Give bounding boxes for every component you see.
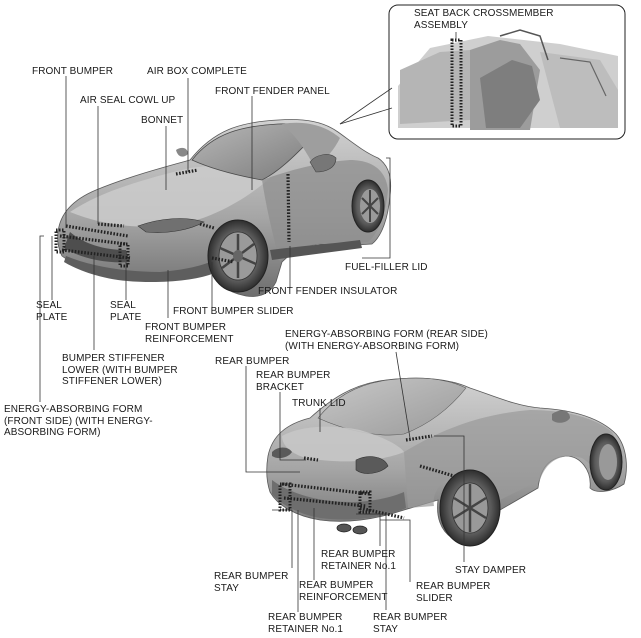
label-seal-plate-left: SEAL PLATE <box>36 300 68 323</box>
label-energy-absorbing-rear: ENERGY-ABSORBING FORM (REAR SIDE) (WITH … <box>285 329 488 352</box>
inset-panel <box>388 4 626 140</box>
label-bumper-stiffener-lower: BUMPER STIFFENER LOWER (WITH BUMPER STIF… <box>62 353 178 387</box>
label-rear-bumper-stay-right: REAR BUMPER STAY <box>373 612 448 635</box>
front-car-illustration <box>57 119 392 297</box>
label-rear-bumper-bracket: REAR BUMPER BRACKET <box>256 370 331 393</box>
label-rear-bumper-stay-left: REAR BUMPER STAY <box>214 571 289 594</box>
label-air-seal-cowl-up: AIR SEAL COWL UP <box>80 95 176 106</box>
label-bonnet: BONNET <box>141 115 184 126</box>
label-rear-bumper-retainer-lower: REAR BUMPER RETAINER No.1 <box>268 612 344 635</box>
front-dotted-parts <box>54 168 291 268</box>
label-rear-bumper-slider: REAR BUMPER SLIDER <box>416 581 491 604</box>
label-front-bumper-slider: FRONT BUMPER SLIDER <box>173 306 294 317</box>
label-fuel-filler-lid: FUEL-FILLER LID <box>345 262 428 273</box>
label-trunk-lid: TRUNK LID <box>292 398 346 409</box>
rear-dotted-parts <box>278 434 455 520</box>
label-seat-back-crossmember: SEAT BACK CROSSMEMBER ASSEMBLY <box>414 8 554 31</box>
label-front-fender-panel: FRONT FENDER PANEL <box>215 86 330 97</box>
label-energy-absorbing-front: ENERGY-ABSORBING FORM (FRONT SIDE) (WITH… <box>4 404 153 438</box>
label-front-bumper: FRONT BUMPER <box>32 66 114 77</box>
label-air-box-complete: AIR BOX COMPLETE <box>147 66 247 77</box>
label-seal-plate-right: SEAL PLATE <box>110 300 142 323</box>
label-stay-damper: STAY DAMPER <box>455 565 527 576</box>
label-rear-bumper: REAR BUMPER <box>215 356 290 367</box>
label-front-fender-insulator: FRONT FENDER INSULATOR <box>258 286 398 297</box>
label-rear-bumper-reinforcement: REAR BUMPER REINFORCEMENT <box>299 580 388 603</box>
label-rear-bumper-retainer-upper: REAR BUMPER RETAINER No.1 <box>321 549 397 572</box>
label-front-bumper-reinforcement: FRONT BUMPER REINFORCEMENT <box>145 322 234 345</box>
leader-lines <box>39 32 465 612</box>
rear-car-illustration <box>266 377 627 547</box>
